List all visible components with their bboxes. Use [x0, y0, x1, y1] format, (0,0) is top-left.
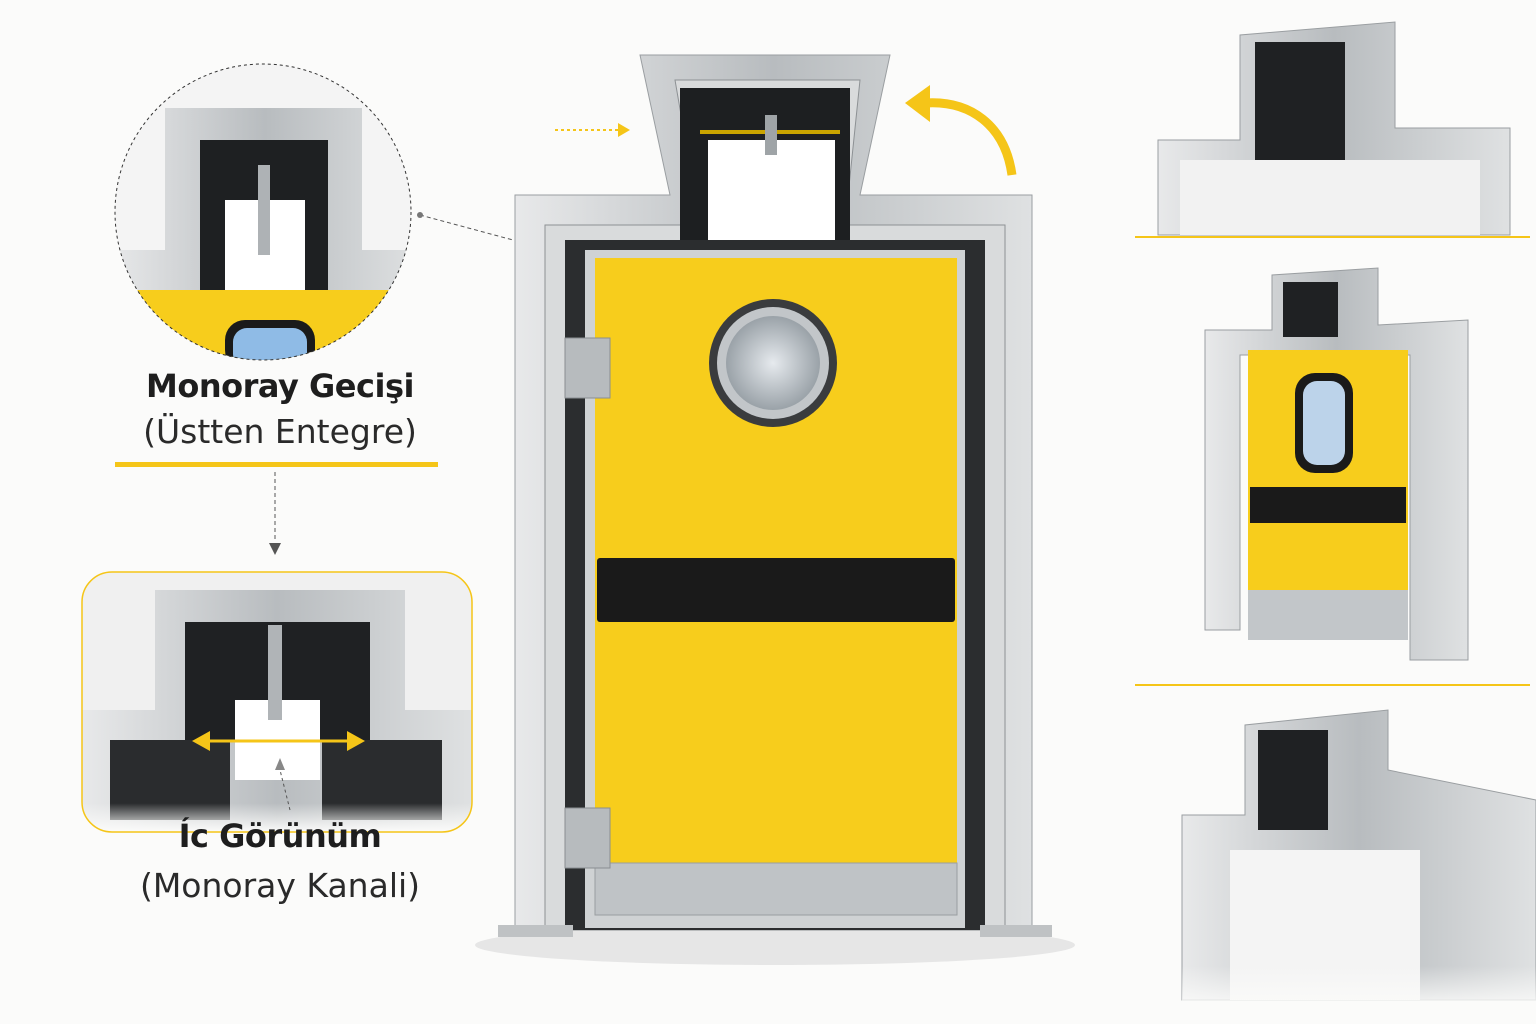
thumbnail-frame-top: [1135, 21, 1530, 238]
down-arrow-icon: [269, 543, 281, 555]
callout-subtitle-monorail: (Üstten Entegre): [143, 412, 417, 451]
thumbnail-door-front: [1135, 267, 1530, 686]
hinge: [564, 807, 611, 869]
thumbnail-frame-perspective: [1181, 709, 1536, 1010]
accent-underline: [115, 462, 438, 467]
callout-subtitle-interior: (Monoray Kanali): [139, 866, 421, 905]
callout-title-interior: Íc Görünüm: [178, 817, 382, 855]
interior-view-inset: [82, 572, 472, 832]
monorail-detail-circle: [115, 64, 411, 360]
callout-title-monorail: Monoray Gecişi: [146, 367, 414, 405]
curved-arrow-icon: [924, 98, 1017, 176]
double-arrow-icon: [192, 731, 365, 751]
kick-strip: [597, 558, 955, 622]
hinge: [564, 337, 611, 399]
main-door: [475, 54, 1075, 965]
kick-plate: [594, 862, 958, 916]
